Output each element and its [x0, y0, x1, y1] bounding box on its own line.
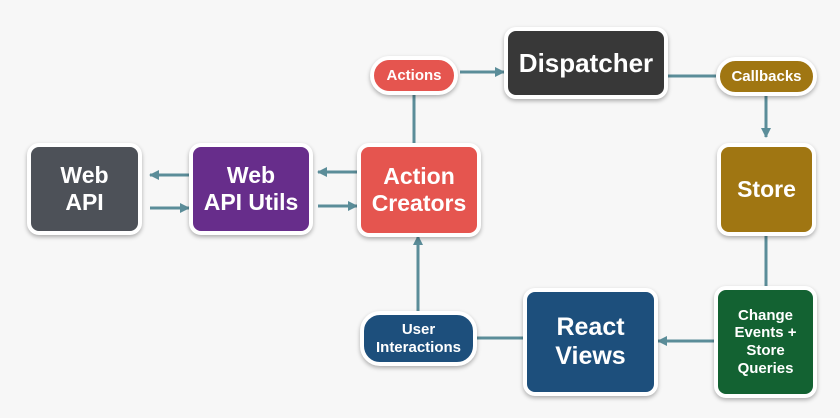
- node-store-label: Store: [737, 175, 796, 202]
- node-dispatcher-label: Dispatcher: [518, 47, 654, 78]
- node-store[interactable]: Store: [717, 143, 816, 236]
- node-actions-label: Actions: [386, 66, 442, 84]
- node-dispatcher[interactable]: Dispatcher: [504, 27, 668, 99]
- node-actions[interactable]: Actions: [370, 56, 458, 95]
- node-callbacks-label: Callbacks: [731, 67, 802, 85]
- node-callbacks[interactable]: Callbacks: [716, 57, 817, 96]
